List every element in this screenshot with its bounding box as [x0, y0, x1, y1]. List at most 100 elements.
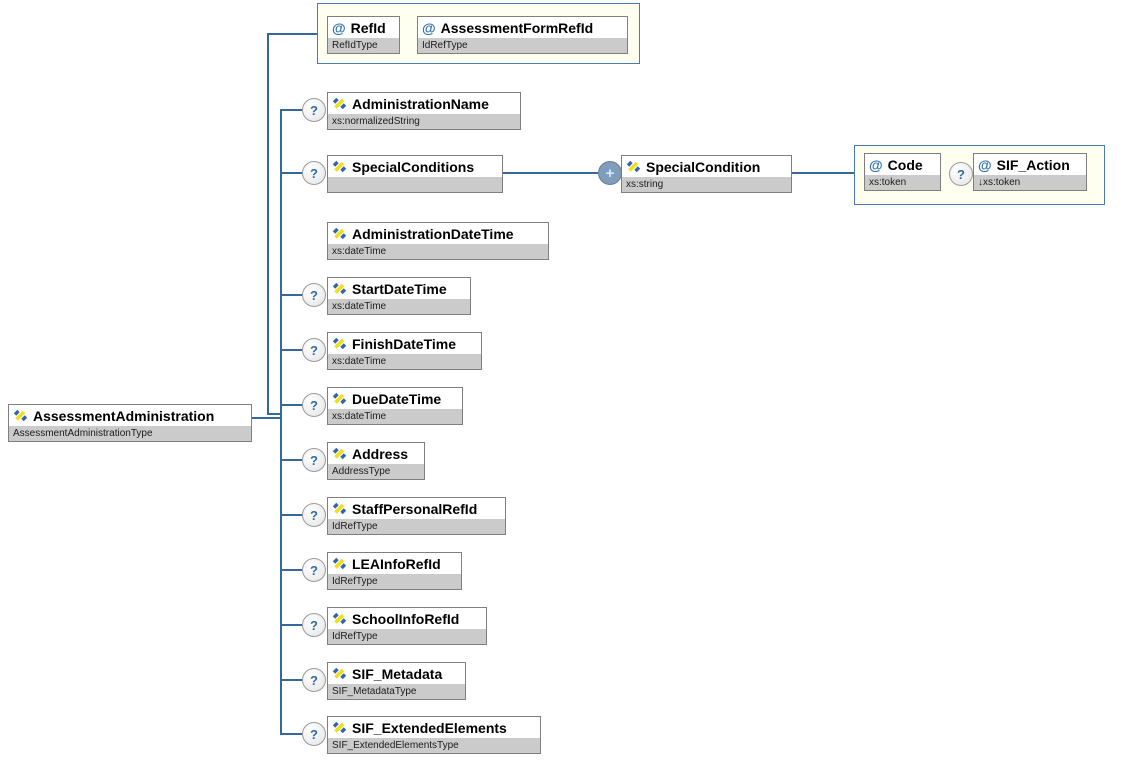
attribute-assessment-form-refid[interactable]: @ AssessmentFormRefId IdRefType [417, 16, 628, 54]
connector-attr-trunk [267, 33, 269, 415]
attribute-icon: @ [422, 19, 436, 36]
element-name: SpecialConditions [352, 158, 475, 175]
plus-icon: + [605, 164, 615, 182]
optional-indicator-staff-personal-refid[interactable]: ? [302, 503, 326, 527]
element-type: AddressType [332, 466, 391, 477]
optional-indicator-lea-info-refid[interactable]: ? [302, 558, 326, 582]
connector-specialcondition [503, 172, 598, 174]
element-icon [332, 612, 347, 625]
optional-indicator-administration-name[interactable]: ? [302, 98, 326, 122]
attribute-name: AssessmentFormRefId [440, 19, 594, 36]
connector-branch [282, 459, 308, 461]
element-icon [332, 392, 347, 405]
attribute-name: RefId [350, 19, 386, 36]
attribute-icon: @ [332, 19, 346, 36]
element-name: LEAInfoRefId [352, 555, 441, 572]
question-icon: ? [957, 166, 965, 182]
question-icon: ? [310, 452, 318, 468]
element-sif-metadata[interactable]: SIF_Metadata SIF_MetadataType [327, 662, 466, 700]
element-type: xs:dateTime [332, 356, 387, 367]
element-school-info-refid[interactable]: SchoolInfoRefId IdRefType [327, 607, 487, 645]
connector-branch [282, 349, 308, 351]
element-icon [332, 502, 347, 515]
element-finish-date-time[interactable]: FinishDateTime xs:dateTime [327, 332, 482, 370]
question-icon: ? [310, 342, 318, 358]
attribute-icon: @ [869, 156, 883, 173]
connector-branch [282, 404, 308, 406]
element-name: SIF_Metadata [352, 665, 443, 682]
element-name: Address [352, 445, 409, 462]
element-type: xs:dateTime [332, 411, 387, 422]
element-type: SIF_MetadataType [332, 686, 417, 697]
element-due-date-time[interactable]: DueDateTime xs:dateTime [327, 387, 463, 425]
element-icon [332, 282, 347, 295]
optional-indicator-sif-extended-elements[interactable]: ? [302, 722, 326, 746]
connector-children-trunk [280, 109, 282, 735]
element-staff-personal-refid[interactable]: StaffPersonalRefId IdRefType [327, 497, 506, 535]
optional-indicator-sif-action[interactable]: ? [949, 162, 973, 186]
question-icon: ? [310, 562, 318, 578]
question-icon: ? [310, 287, 318, 303]
element-assessment-administration[interactable]: AssessmentAdministration AssessmentAdmin… [8, 404, 252, 442]
optional-indicator-finish-date-time[interactable]: ? [302, 338, 326, 362]
element-sif-extended-elements[interactable]: SIF_ExtendedElements SIF_ExtendedElement… [327, 716, 541, 754]
attribute-icon: @ [978, 156, 992, 173]
element-type: xs:string [626, 179, 664, 190]
attribute-type: ↓xs:token [978, 177, 1021, 188]
optional-indicator-start-date-time[interactable]: ? [302, 283, 326, 307]
attribute-code[interactable]: @ Code xs:token [864, 153, 941, 191]
question-icon: ? [310, 617, 318, 633]
element-icon [332, 447, 347, 460]
element-name: FinishDateTime [352, 335, 456, 352]
optional-indicator-sif-metadata[interactable]: ? [302, 668, 326, 692]
element-type: xs:dateTime [332, 301, 387, 312]
question-icon: ? [310, 397, 318, 413]
attribute-type: xs:token [869, 177, 907, 188]
attribute-sif-action[interactable]: @ SIF_Action ↓xs:token [973, 153, 1087, 191]
optional-indicator-due-date-time[interactable]: ? [302, 393, 326, 417]
element-type: xs:dateTime [332, 246, 387, 257]
element-administration-date-time[interactable]: AdministrationDateTime xs:dateTime [327, 222, 549, 260]
element-type: SIF_ExtendedElementsType [332, 740, 459, 751]
connector-branch [282, 514, 308, 516]
element-name: AssessmentAdministration [33, 407, 215, 424]
question-icon: ? [310, 672, 318, 688]
element-name: SpecialCondition [646, 158, 761, 175]
element-address[interactable]: Address AddressType [327, 442, 425, 480]
element-icon [332, 667, 347, 680]
connector-branch [282, 624, 308, 626]
question-icon: ? [310, 165, 318, 181]
connector-attr-branch [269, 33, 318, 35]
element-name: StaffPersonalRefId [352, 500, 478, 517]
optional-indicator-special-conditions[interactable]: ? [302, 161, 326, 185]
element-start-date-time[interactable]: StartDateTime xs:dateTime [327, 277, 471, 315]
connector-branch [282, 109, 308, 111]
connector-branch [282, 172, 308, 174]
connector-root [252, 417, 282, 419]
element-type: IdRefType [332, 631, 378, 642]
element-icon [332, 557, 347, 570]
attribute-type: IdRefType [422, 40, 468, 51]
element-special-conditions[interactable]: SpecialConditions [327, 155, 503, 193]
element-name: SchoolInfoRefId [352, 610, 460, 627]
element-icon [332, 97, 347, 110]
optional-indicator-school-info-refid[interactable]: ? [302, 613, 326, 637]
element-type: IdRefType [332, 576, 378, 587]
connector-branch [282, 733, 308, 735]
attribute-name: SIF_Action [996, 156, 1070, 173]
element-type: IdRefType [332, 521, 378, 532]
question-icon: ? [310, 507, 318, 523]
attribute-refid[interactable]: @ RefId RefIdType [327, 16, 400, 54]
element-lea-info-refid[interactable]: LEAInfoRefId IdRefType [327, 552, 462, 590]
optional-indicator-address[interactable]: ? [302, 448, 326, 472]
element-type: AssessmentAdministrationType [13, 428, 153, 439]
connector-branch [282, 679, 308, 681]
element-special-condition[interactable]: SpecialCondition xs:string [621, 155, 792, 193]
repeating-indicator-special-condition[interactable]: + [598, 161, 622, 185]
connector-branch [282, 569, 308, 571]
question-icon: ? [310, 102, 318, 118]
connector-attr-jog [267, 413, 282, 415]
element-administration-name[interactable]: AdministrationName xs:normalizedString [327, 92, 521, 130]
attribute-name: Code [887, 156, 923, 173]
